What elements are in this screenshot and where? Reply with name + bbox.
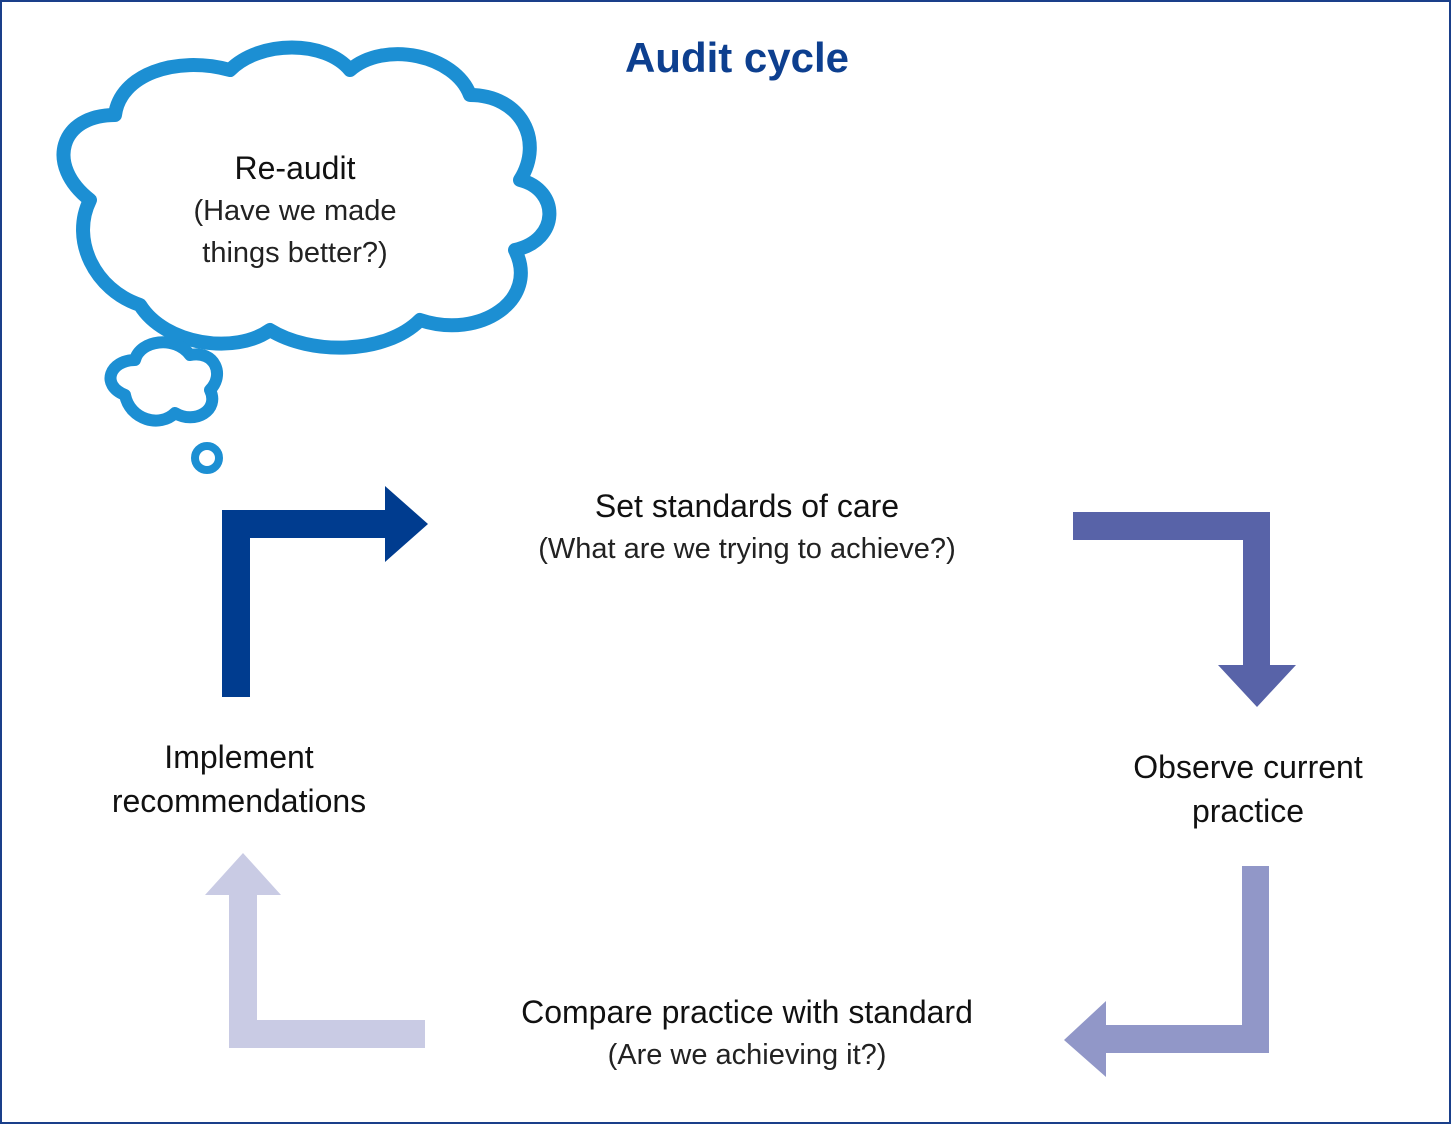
cloud-tiny-bubble [191, 442, 223, 474]
step-set-standards-label: Set standards of care [594, 488, 900, 524]
step-observe: Observe current practice [1098, 745, 1398, 833]
step-reaudit-sub-line2: things better?) [202, 237, 388, 269]
cloud-outline [56, 40, 557, 355]
step-set-standards-sub: (What are we trying to achieve?) [538, 533, 956, 565]
diagram-title: Audit cycle [624, 34, 850, 81]
step-implement-label-line1: Implement [164, 739, 314, 775]
arrow-set-standards-to-observe [1073, 512, 1296, 707]
step-reaudit-sub-line1: (Have we made [193, 195, 397, 227]
step-reaudit: Re-audit (Have we made things better?) [145, 146, 445, 274]
step-observe-label-line1: Observe current [1133, 749, 1363, 785]
step-set-standards: Set standards of care (What are we tryin… [472, 484, 1022, 570]
step-compare: Compare practice with standard (Are we a… [447, 990, 1047, 1076]
step-compare-label: Compare practice with standard [521, 994, 973, 1030]
arrow-compare-to-implement [205, 853, 425, 1048]
step-reaudit-label: Re-audit [234, 150, 356, 186]
thought-cloud [56, 40, 557, 474]
step-implement: Implement recommendations [69, 735, 409, 823]
cloud-small-bubble [104, 336, 224, 427]
step-implement-label-line2: recommendations [111, 783, 367, 819]
arrow-implement-to-set-standards [222, 486, 428, 697]
step-observe-label-line2: practice [1191, 793, 1305, 829]
step-compare-sub: (Are we achieving it?) [607, 1039, 887, 1071]
arrow-observe-to-compare [1064, 866, 1269, 1077]
